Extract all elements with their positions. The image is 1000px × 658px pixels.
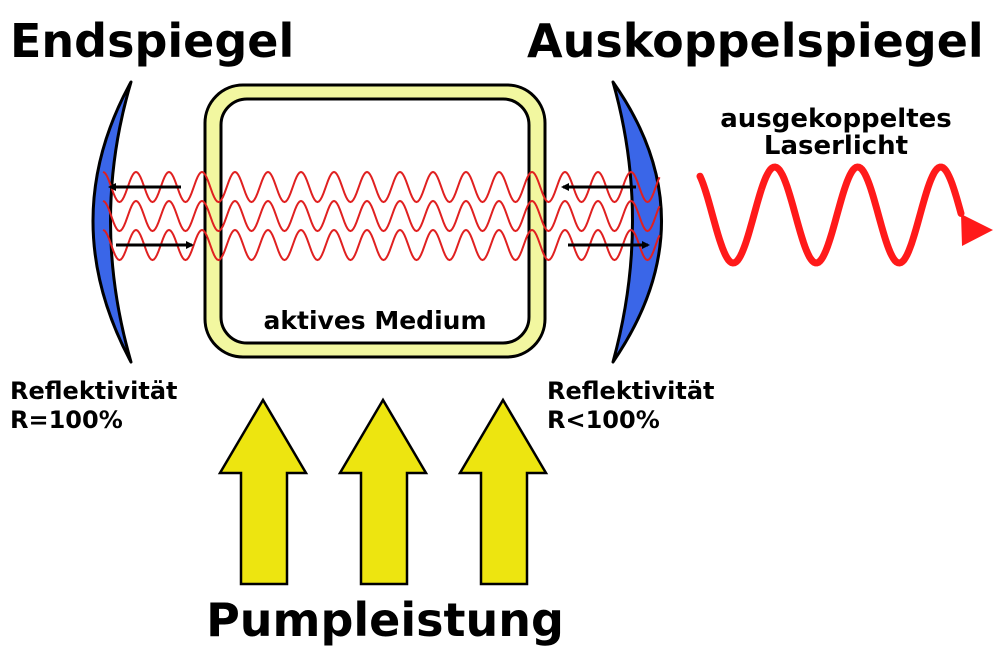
end-reflectivity-value: R=100%	[10, 406, 123, 434]
pump-arrows	[217, 397, 549, 586]
active-medium-label: aktives Medium	[264, 306, 487, 335]
output-light-label-line2: Laserlicht	[764, 131, 908, 161]
end-mirror-label: Endspiegel	[10, 14, 294, 68]
pump-arrow	[337, 397, 429, 586]
output-mirror-label: Auskoppelspiegel	[527, 14, 984, 68]
output-light-label-line1: ausgekoppeltes	[720, 104, 952, 134]
output-laser-arrowhead	[961, 214, 993, 246]
intracavity-waves	[102, 170, 661, 262]
end-reflectivity-label: Reflektivität	[10, 377, 178, 405]
output-reflectivity-value: R<100%	[547, 406, 660, 434]
pump-arrow	[457, 397, 549, 586]
pump-arrow	[217, 397, 309, 586]
end-mirror	[91, 80, 133, 364]
intracavity-wave	[102, 199, 661, 233]
output-laser-wave	[696, 163, 965, 267]
intracavity-wave	[102, 228, 661, 262]
pump-power-label: Pumpleistung	[206, 593, 564, 647]
output-reflectivity-label: Reflektivität	[547, 377, 715, 405]
intracavity-arrows	[108, 183, 650, 249]
active-medium-inner	[219, 97, 531, 345]
intracavity-wave	[102, 170, 661, 204]
